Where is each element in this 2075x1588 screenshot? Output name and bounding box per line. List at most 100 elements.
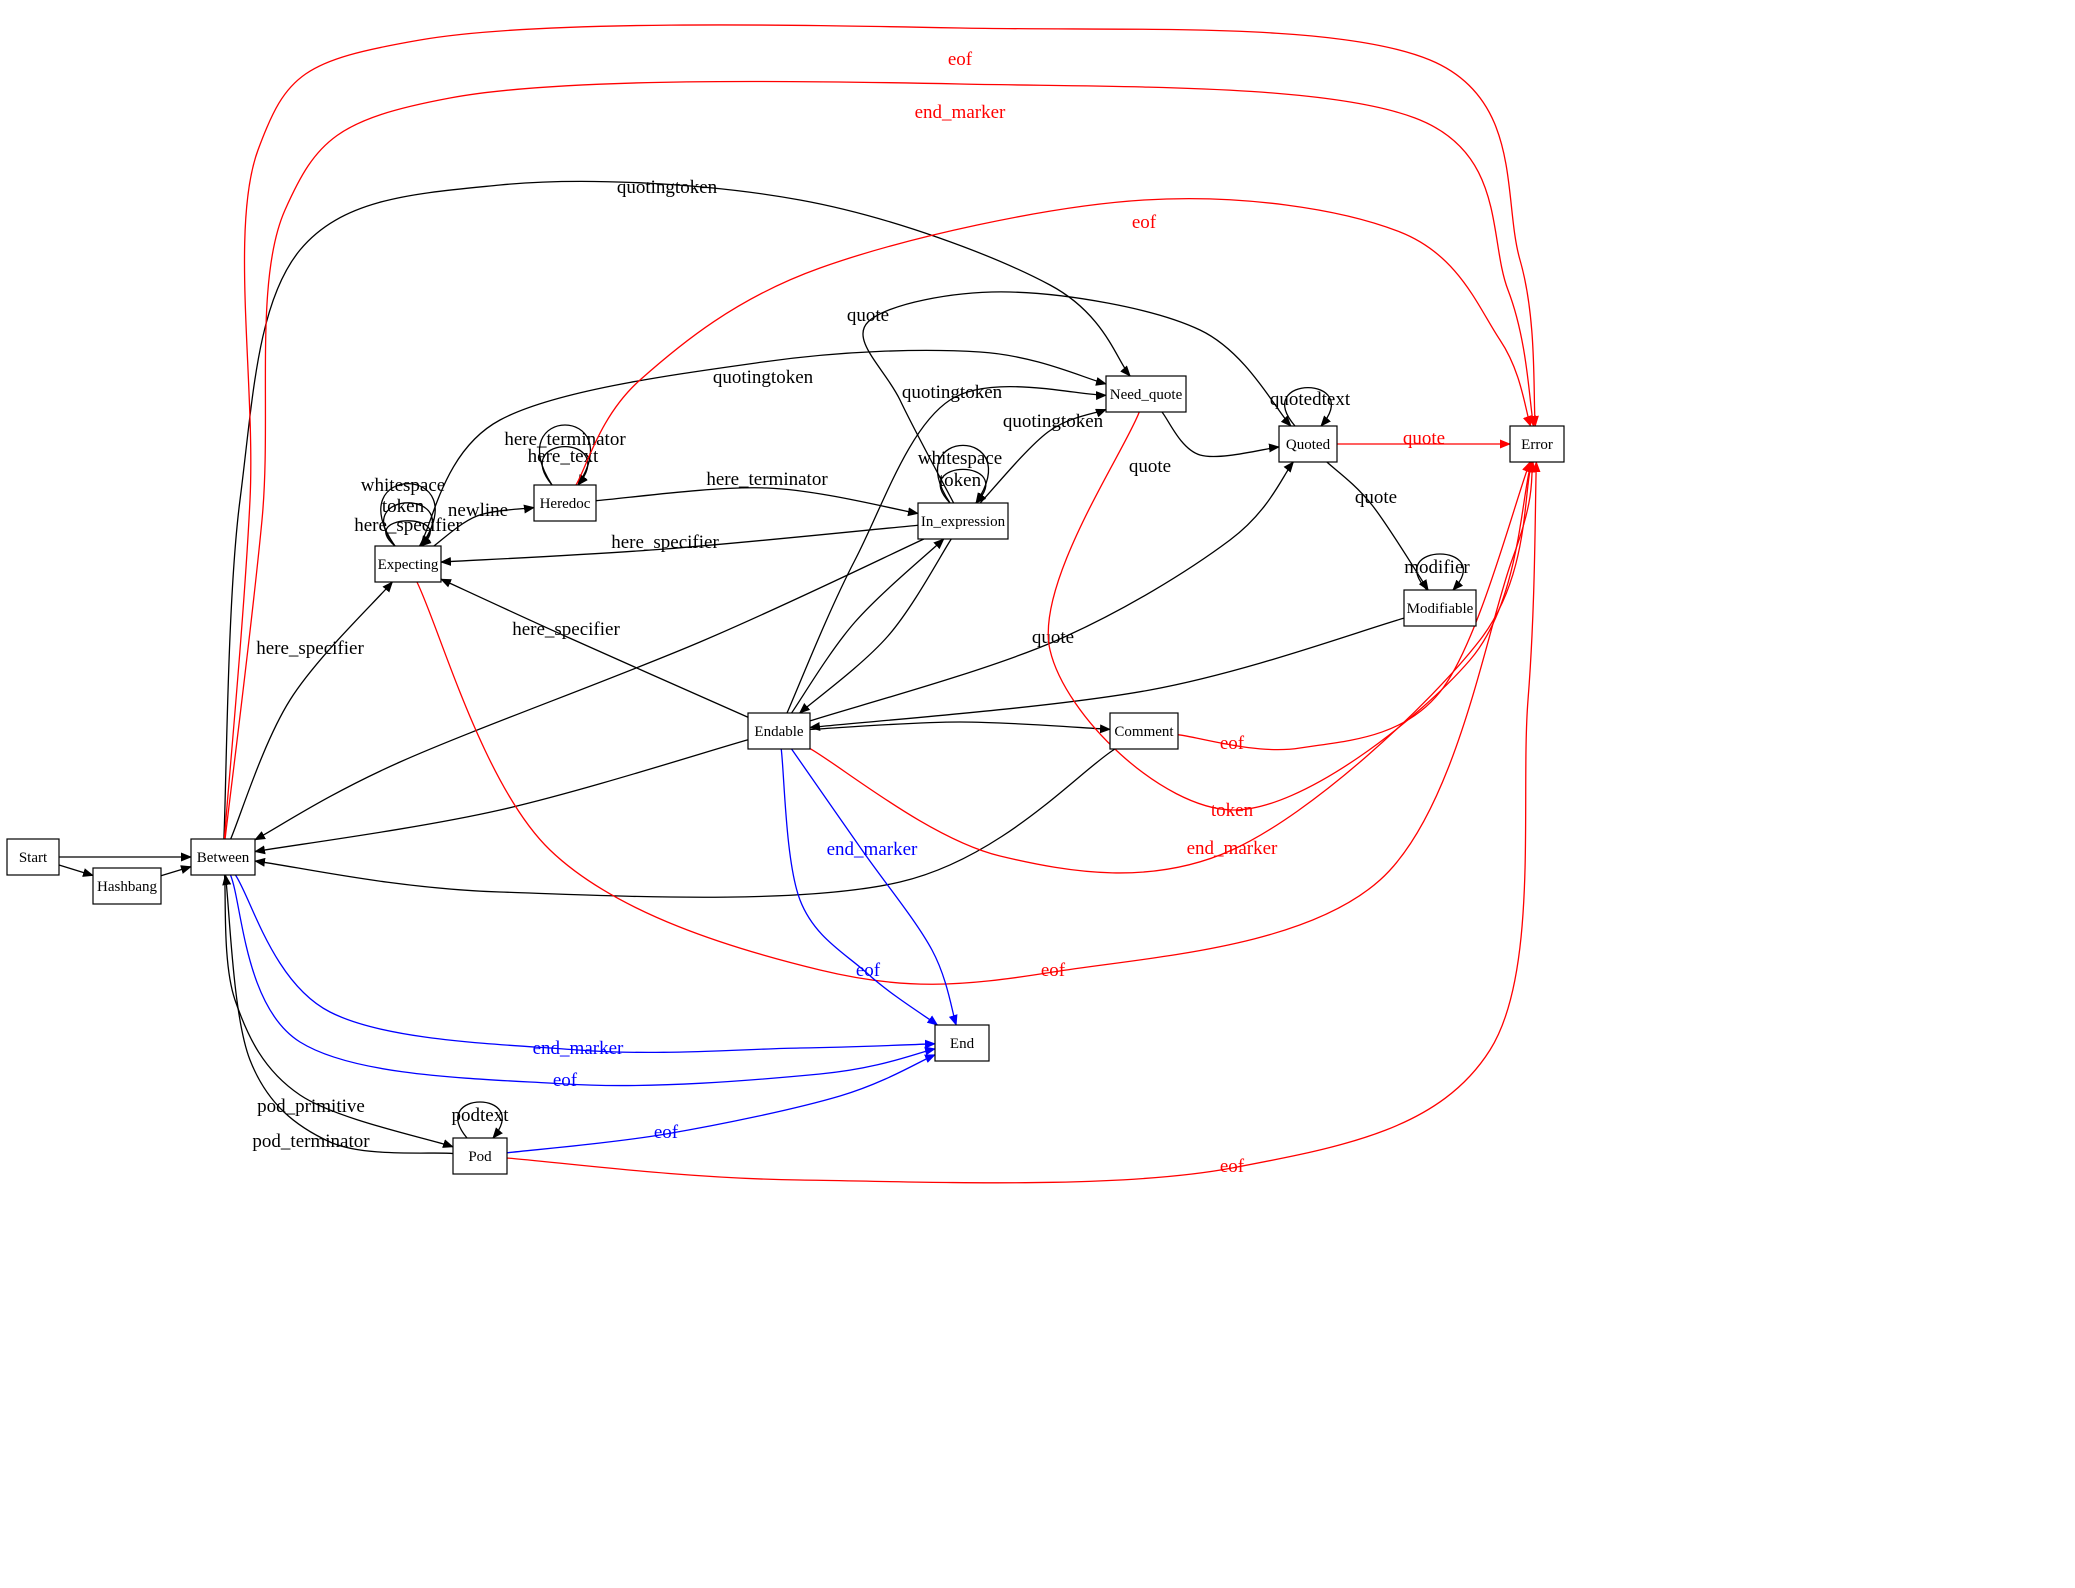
node-label-Quoted: Quoted	[1286, 437, 1331, 453]
node-label-Comment: Comment	[1114, 724, 1174, 740]
edge-label-In_expression-Expecting: here_specifier	[611, 532, 719, 553]
edge-label-Heredoc-Error: eof	[1132, 212, 1157, 233]
node-box-Between	[190, 838, 256, 876]
edge-Between-Error	[223, 24, 1539, 840]
edge-Between-End	[234, 874, 936, 1054]
edge-In_expression-Need_quote	[979, 408, 1107, 504]
node-Start: Start	[6, 838, 60, 876]
edge-Comment-Between	[254, 748, 1116, 898]
edge-label-Expecting-Expecting: whitespace	[361, 475, 445, 496]
node-box-Start	[6, 838, 60, 876]
edge-Heredoc-Heredoc-self-29	[541, 445, 589, 486]
node-Expecting: Expecting	[374, 545, 442, 583]
edge-Hashbang-Between	[160, 865, 192, 877]
node-Comment: Comment	[1109, 712, 1179, 750]
edge-In_expression-In_expression-self-31	[939, 468, 987, 504]
edge-label-Between-Error: eof	[948, 49, 973, 70]
edge-label-Endable-Error: end_marker	[1187, 838, 1278, 859]
edge-Heredoc-Error	[575, 198, 1532, 486]
edge-label-Endable-Need_quote: quotingtoken	[902, 382, 1003, 403]
edge-label-Between-End: end_marker	[533, 1038, 624, 1059]
edge-Expecting-Error	[416, 461, 1536, 985]
edge-label-Between-Expecting: here_specifier	[256, 638, 364, 659]
edge-label-Quoted-Error: quote	[1403, 428, 1445, 449]
node-Hashbang: Hashbang	[92, 867, 162, 905]
node-label-Modifiable: Modifiable	[1407, 601, 1474, 617]
edge-label-Need_quote-Quoted: quote	[1129, 456, 1171, 477]
node-label-Pod: Pod	[468, 1149, 492, 1165]
edge-label-Expecting-Need_quote: quotingtoken	[713, 367, 814, 388]
edge-label-Heredoc-Heredoc: here_terminator	[504, 429, 626, 450]
edge-label-Expecting-Heredoc: newline	[448, 500, 508, 521]
node-box-Expecting	[374, 545, 442, 583]
node-label-Hashbang: Hashbang	[97, 879, 157, 895]
node-Need_quote: Need_quote	[1105, 375, 1187, 413]
edge-Expecting-Expecting-self-26	[382, 502, 434, 547]
edge-Comment-Error	[1177, 461, 1531, 751]
node-In_expression: In_expression	[917, 502, 1009, 540]
edge-label-Quoted-Modifiable: quote	[1355, 487, 1397, 508]
node-box-Error	[1509, 425, 1565, 463]
edge-label-Between-End: eof	[553, 1070, 578, 1091]
edge-label-Pod-End: eof	[654, 1122, 679, 1143]
edge-label-Pod-Pod: podtext	[452, 1105, 510, 1126]
edge-In_expression-In_expression-self-30	[936, 444, 990, 504]
edge-label-Between-Need_quote: quotingtoken	[617, 177, 718, 198]
edge-label-Expecting-Error: eof	[1041, 960, 1066, 981]
edge-Need_quote-Quoted	[1161, 411, 1280, 458]
edge-Pod-Between	[222, 874, 454, 1155]
node-Quoted: Quoted	[1278, 425, 1338, 463]
edge-Endable-Comment	[809, 721, 1111, 734]
node-label-Expecting: Expecting	[378, 557, 439, 573]
edge-label-Endable-Expecting: here_specifier	[512, 619, 620, 640]
node-Modifiable: Modifiable	[1403, 589, 1477, 627]
edge-label-Expecting-Expecting: here_specifier	[354, 515, 462, 536]
edge-label-Endable-End: end_marker	[827, 839, 918, 860]
edge-Pod-Pod-self-34	[457, 1101, 503, 1139]
edge-label-In_expression-Need_quote: quotingtoken	[1003, 411, 1104, 432]
node-label-Need_quote: Need_quote	[1110, 387, 1183, 403]
edge-Heredoc-In_expression	[595, 487, 919, 517]
edge-label-In_expression-In_expression: whitespace	[918, 448, 1002, 469]
edge-label-In_expression-Quoted: quote	[847, 305, 889, 326]
edge-Between-Need_quote	[223, 180, 1131, 840]
edge-label-Endable-End: eof	[856, 960, 881, 981]
edge-Heredoc-Heredoc-self-28	[538, 424, 592, 486]
edge-Endable-Between	[254, 739, 749, 855]
node-label-Error: Error	[1521, 437, 1553, 453]
edge-label-Expecting-Expecting: token	[382, 496, 425, 517]
edge-Modifiable-Endable	[809, 617, 1405, 731]
node-Heredoc: Heredoc	[533, 484, 597, 522]
node-box-End	[934, 1024, 990, 1062]
edge-Endable-In_expression	[791, 538, 945, 714]
edge-Expecting-Heredoc	[433, 504, 535, 547]
node-label-In_expression: In_expression	[921, 514, 1006, 530]
edge-label-Endable-Quoted: quote	[1032, 627, 1074, 648]
edge-label-Heredoc-In_expression: here_terminator	[706, 469, 828, 490]
node-Error: Error	[1509, 425, 1565, 463]
node-box-Modifiable	[1403, 589, 1477, 627]
edge-In_expression-Between	[254, 538, 925, 841]
edge-Endable-Expecting	[440, 578, 749, 718]
node-Endable: Endable	[747, 712, 811, 750]
edge-Expecting-Expecting-self-25	[380, 483, 436, 547]
node-label-End: End	[950, 1036, 975, 1052]
node-box-Hashbang	[92, 867, 162, 905]
node-label-Between: Between	[197, 850, 250, 866]
edge-Pod-Error	[506, 461, 1541, 1184]
edge-label-Between-Error: end_marker	[915, 102, 1006, 123]
edge-label-Need_quote-Error: token	[1211, 800, 1254, 821]
node-box-In_expression	[917, 502, 1009, 540]
edge-In_expression-Quoted	[862, 291, 1292, 504]
edge-Endable-End	[791, 748, 958, 1026]
edge-label-Comment-Error: eof	[1220, 733, 1245, 754]
node-box-Need_quote	[1105, 375, 1187, 413]
node-Pod: Pod	[452, 1137, 508, 1175]
node-box-Comment	[1109, 712, 1179, 750]
node-box-Endable	[747, 712, 811, 750]
edge-Expecting-Expecting-self-27	[385, 520, 432, 547]
edge-label-Modifiable-Modifiable: modifier	[1404, 557, 1470, 578]
edge-Endable-Need_quote	[786, 385, 1107, 714]
edge-Between-Pod	[223, 874, 454, 1148]
